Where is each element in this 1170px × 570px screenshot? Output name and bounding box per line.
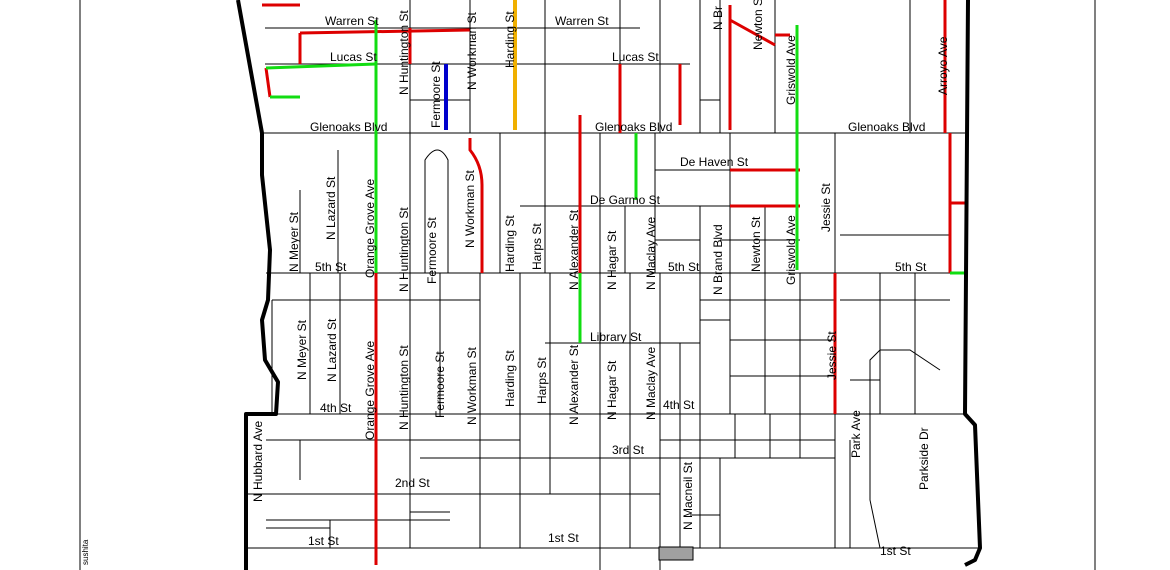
- label-fermoore-upper: Fermoore St: [425, 217, 439, 284]
- label-harps-upper: Harps St: [530, 223, 544, 270]
- label-park: Park Ave: [849, 410, 863, 458]
- label-warren-east: Warren St: [555, 14, 609, 28]
- label-fermoore-lower: Fermoore St: [433, 351, 447, 418]
- label-hagar-lower: N Hagar St: [605, 360, 619, 420]
- red-route-segments: [262, 0, 968, 565]
- label-orange-upper: Orange Grove Ave: [363, 179, 377, 278]
- label-workman-north: N Workman St: [465, 12, 479, 90]
- label-jessie-lower: Jessie St: [825, 331, 839, 380]
- label-first-center: 1st St: [548, 531, 579, 545]
- label-library: Library St: [590, 330, 642, 344]
- label-first-west: 1st St: [308, 534, 339, 548]
- label-macneil: N Macneil St: [681, 461, 695, 530]
- label-meyer-upper: N Meyer St: [287, 211, 301, 272]
- red-segment: [729, 18, 776, 47]
- label-fifth-east: 5th St: [895, 260, 927, 274]
- green-segment: [265, 62, 377, 70]
- label-hagar-upper: N Hagar St: [605, 230, 619, 290]
- label-maclay-lower: N Maclay Ave: [644, 347, 658, 420]
- label-alexander-upper: N Alexander St: [567, 209, 581, 290]
- label-lazard-lower: N Lazard St: [325, 318, 339, 382]
- label-de-garmo: De Garmo St: [590, 193, 661, 207]
- label-parkside: Parkside Dr: [917, 427, 931, 490]
- label-fifth-west: 5th St: [315, 260, 347, 274]
- label-harding-north: Harding St: [503, 11, 517, 68]
- label-harding-lower: Harding St: [503, 350, 517, 407]
- label-warren-west: Warren St: [325, 14, 379, 28]
- label-glenoaks-center: Glenoaks Blvd: [595, 120, 672, 134]
- label-huntington-north: N Huntington St: [397, 10, 411, 95]
- city-boundary-east: [963, 0, 982, 567]
- label-fermoore-north: Fermoore St: [429, 61, 443, 128]
- city-boundary-west: [236, 0, 280, 570]
- label-jessie-upper: Jessie St: [819, 183, 833, 232]
- label-griswold-upper: Griswold Ave: [784, 215, 798, 285]
- label-huntington-upper: N Huntington St: [397, 207, 411, 292]
- green-route-segments: [265, 20, 965, 343]
- label-lucas-west: Lucas St: [330, 50, 377, 64]
- label-alexander-lower: N Alexander St: [567, 344, 581, 425]
- label-second: 2nd St: [395, 476, 430, 490]
- label-brand-north: N Br: [711, 6, 725, 30]
- label-griswold-north: Griswold Ave: [784, 35, 798, 105]
- label-meyer-lower: N Meyer St: [295, 319, 309, 380]
- label-hubbard: N Hubbard Ave: [251, 421, 265, 502]
- label-maclay-upper: N Maclay Ave: [644, 217, 658, 290]
- label-de-haven: De Haven St: [680, 155, 749, 169]
- label-glenoaks-east: Glenoaks Blvd: [848, 120, 925, 134]
- label-first-east: 1st St: [880, 544, 911, 558]
- red-segment: [264, 67, 272, 98]
- label-glenoaks-west: Glenoaks Blvd: [310, 120, 387, 134]
- gray-parcel: [658, 546, 694, 561]
- label-huntington-lower: N Huntington St: [397, 345, 411, 430]
- label-fourth-west: 4th St: [320, 401, 352, 415]
- label-fourth-east: 4th St: [663, 398, 695, 412]
- label-orange-lower: Orange Grove Ave: [363, 341, 377, 440]
- label-third: 3rd St: [612, 443, 645, 457]
- street-labels: Warren St Warren St Lucas St Lucas St Gl…: [251, 0, 950, 558]
- label-newton-north: Newton St: [751, 0, 765, 50]
- street-grid: [246, 0, 980, 570]
- label-lazard-upper: N Lazard St: [324, 176, 338, 240]
- label-lucas-east: Lucas St: [612, 50, 659, 64]
- label-harding-upper: Harding St: [503, 215, 517, 272]
- red-segment: [468, 138, 484, 273]
- label-brand-upper: N Brand Blvd: [711, 224, 725, 295]
- label-harps-lower: Harps St: [535, 357, 549, 404]
- label-arroyo: Arroyo Ave: [936, 36, 950, 95]
- label-newton-upper: Newton St: [749, 216, 763, 272]
- label-workman-lower: N Workman St: [465, 347, 479, 425]
- red-segment: [299, 28, 471, 35]
- label-workman-upper: N Workman St: [463, 170, 477, 248]
- author-credit: sushita: [81, 539, 90, 565]
- label-fifth-center: 5th St: [668, 260, 700, 274]
